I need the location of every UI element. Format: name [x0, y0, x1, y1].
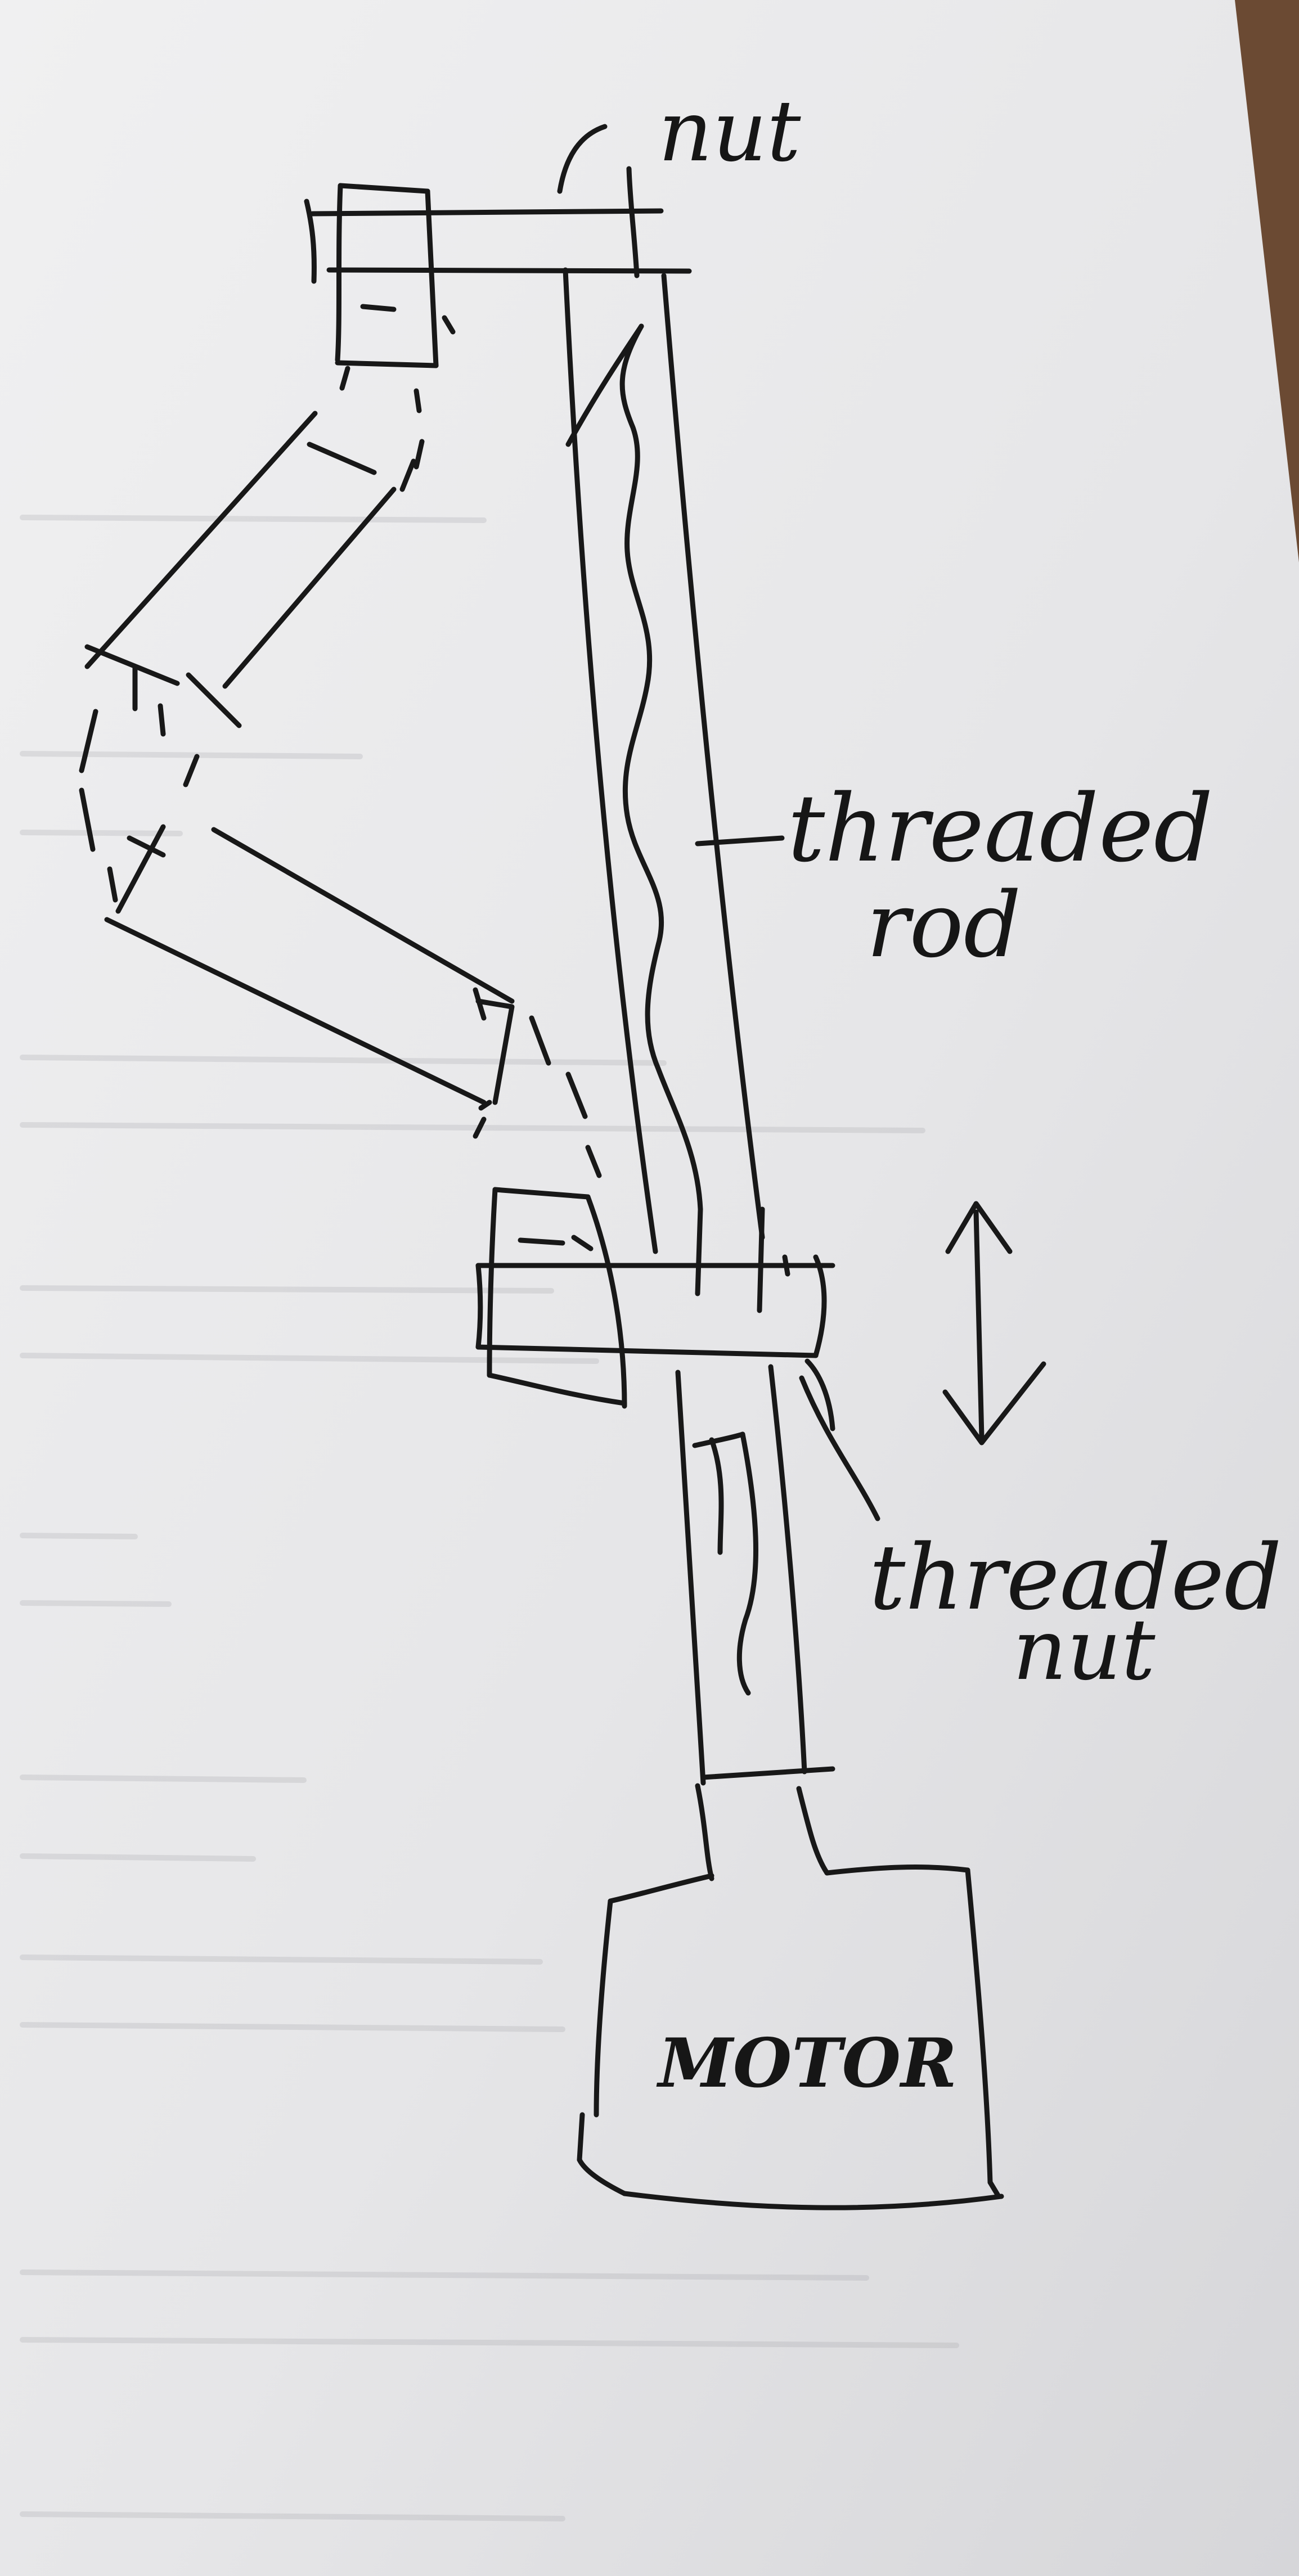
- label-threaded-nut-line1: threaded: [869, 1525, 1282, 1630]
- motor-shaft: [675, 1358, 835, 1786]
- threaded-nut-leader: [799, 1375, 880, 1521]
- elbow-joint: [79, 709, 200, 903]
- label-motor: MOTOR: [656, 2024, 957, 2103]
- threaded-rod-leader: [695, 835, 785, 846]
- upper-arm-link: [84, 366, 425, 737]
- label-threaded-rod-line2: rod: [866, 872, 1021, 978]
- bleed-through-text: [20, 515, 959, 2521]
- motor-body: [577, 1865, 1004, 2210]
- threaded-rod: [563, 267, 765, 1313]
- double-arrow-vertical-icon: [942, 1201, 1046, 1445]
- top-pivot-block: [304, 183, 456, 368]
- label-threaded-nut-line2: nut: [1013, 1601, 1156, 1699]
- top-crossbar: [309, 166, 692, 278]
- lower-arm-link: [104, 824, 515, 1139]
- lower-pivot-dashes: [529, 1015, 602, 1178]
- label-nut: nut: [658, 83, 801, 181]
- label-threaded-rod-line1: threaded: [788, 774, 1213, 882]
- carriage-collar: [475, 1187, 835, 1409]
- nut-leader: [557, 124, 608, 194]
- motor-coupler: [695, 1783, 830, 1881]
